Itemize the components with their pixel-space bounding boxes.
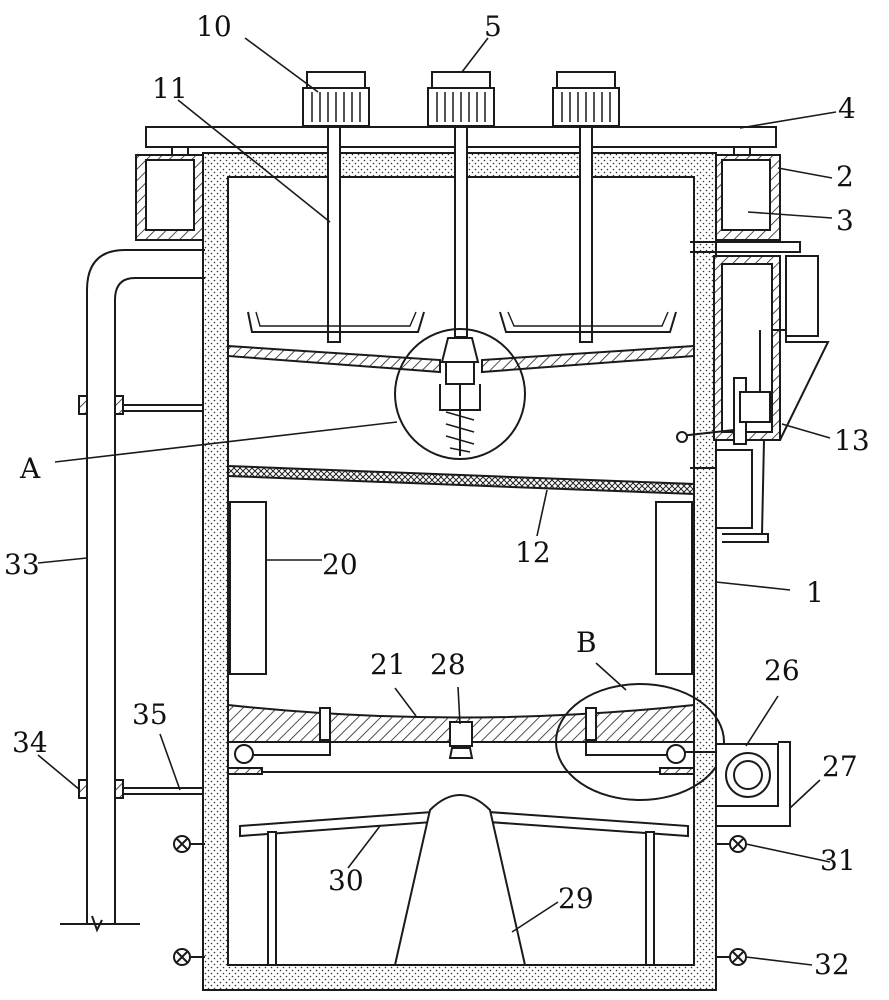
funnel-plate (227, 344, 695, 374)
label-4: 4 (838, 92, 856, 125)
label-29: 29 (558, 882, 594, 915)
label-3: 3 (836, 204, 854, 237)
detail-b-ellipse (555, 683, 725, 801)
return-pipe (60, 249, 205, 933)
motor-right (552, 71, 620, 127)
drive-motor (685, 741, 791, 827)
label-31: 31 (820, 844, 856, 877)
label-b: B (576, 626, 597, 659)
label-30: 30 (328, 864, 364, 897)
left-support-bracket (135, 154, 204, 241)
label-28: 28 (430, 648, 466, 681)
label-26: 26 (764, 654, 800, 687)
cone-and-plate (239, 794, 689, 966)
label-21: 21 (370, 648, 406, 681)
motor-center (427, 71, 495, 127)
motor-left (302, 71, 370, 127)
label-35: 35 (132, 698, 168, 731)
label-32: 32 (814, 948, 850, 981)
label-a: A (19, 452, 41, 485)
label-10: 10 (196, 10, 232, 43)
leader-lines (37, 37, 837, 966)
side-plate-right (655, 501, 693, 675)
label-20: 20 (322, 548, 358, 581)
label-1: 1 (806, 576, 824, 609)
right-support-bracket (715, 154, 781, 241)
label-27: 27 (822, 750, 858, 783)
side-plate-left (229, 501, 267, 675)
valve-32 (173, 948, 747, 966)
label-12: 12 (515, 536, 551, 569)
label-5: 5 (484, 10, 502, 43)
side-mechanism (676, 241, 830, 543)
curved-plate (227, 703, 695, 775)
callout-labels: 10 5 4 11 2 3 A 13 12 33 20 1 21 28 B 26… (4, 10, 870, 981)
label-11: 11 (152, 72, 188, 105)
label-34: 34 (12, 726, 48, 759)
label-2: 2 (836, 160, 854, 193)
detail-a-circle (394, 328, 526, 460)
label-13: 13 (834, 424, 870, 457)
label-33: 33 (4, 548, 40, 581)
filter-mesh (227, 464, 695, 496)
stirring-blades (247, 311, 677, 333)
